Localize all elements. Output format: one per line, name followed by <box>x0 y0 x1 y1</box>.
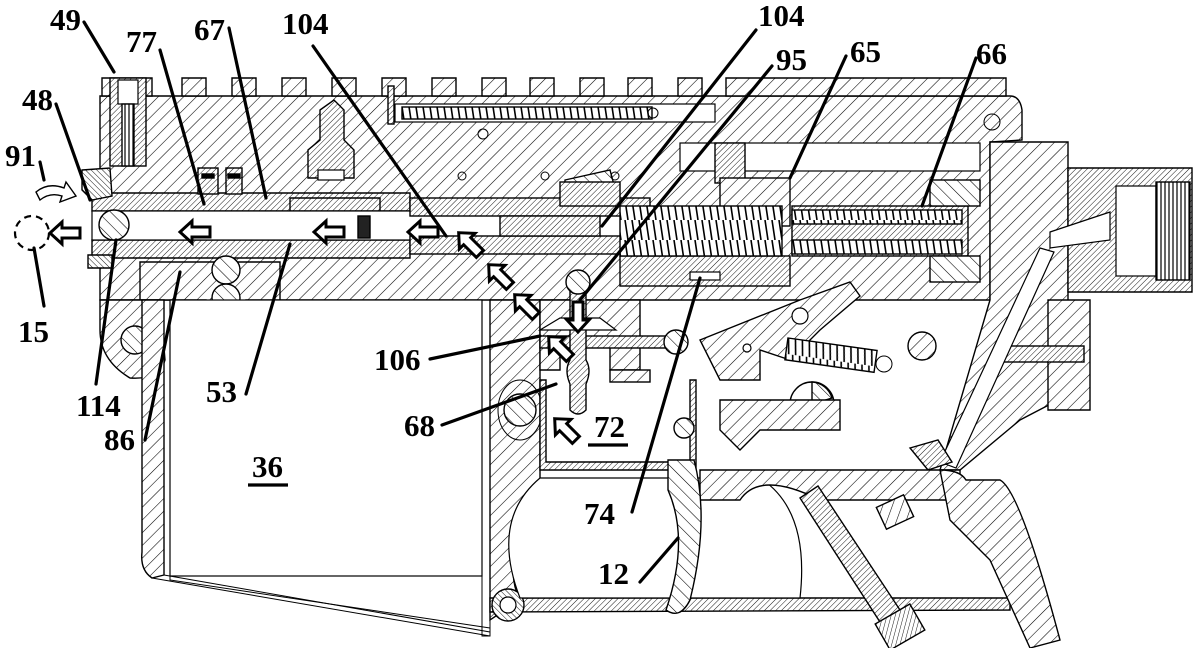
leader-15 <box>32 246 46 308</box>
label-15: 15 <box>18 314 49 349</box>
label-65: 65 <box>850 34 881 69</box>
bore-arrow-1 <box>177 217 212 247</box>
gas-reservoir <box>539 379 697 471</box>
muzzle-end-cap <box>81 167 113 201</box>
label-49: 49 <box>50 2 81 37</box>
leader-12 <box>638 536 680 584</box>
piston-head <box>499 215 601 237</box>
leader-49 <box>82 20 116 74</box>
reservoir-arrow <box>553 417 582 446</box>
leader-86 <box>143 270 182 442</box>
charging-spring <box>401 106 653 120</box>
leader-68 <box>440 382 558 427</box>
label-114: 114 <box>76 388 121 423</box>
rotation-arrow <box>35 180 78 204</box>
label-86: 86 <box>104 422 135 457</box>
threaded-plug-in-rail <box>109 77 147 167</box>
cam-pin <box>714 142 746 184</box>
label-68: 68 <box>404 408 435 443</box>
leader-77 <box>158 48 206 206</box>
passage-arrow-3 <box>513 293 542 322</box>
label-106: 106 <box>374 342 421 377</box>
label-66: 66 <box>976 36 1007 71</box>
leader-106 <box>428 334 542 361</box>
label-104a: 104 <box>282 6 329 41</box>
label-77: 77 <box>126 24 157 59</box>
leader-lines <box>32 20 978 584</box>
piston-assembly <box>409 177 981 287</box>
bore-arrow-2 <box>311 217 346 247</box>
bore-arrow-3 <box>405 217 440 247</box>
label-53: 53 <box>206 374 237 409</box>
leader-95 <box>578 64 774 302</box>
leader-104a <box>311 44 448 238</box>
label-74: 74 <box>584 496 615 531</box>
picatinny-rail <box>101 77 1007 97</box>
exit-arrow <box>47 218 82 248</box>
label-67: 67 <box>194 12 225 47</box>
passage-arrow-2 <box>487 263 516 292</box>
label-104b: 104 <box>758 0 805 33</box>
leader-65 <box>788 54 848 180</box>
gas-flow-arrows <box>47 217 593 446</box>
label-72: 72 <box>594 409 625 444</box>
stock-adapter <box>908 141 1193 471</box>
reference-labels: 49 77 67 104 104 95 65 66 48 91 15 114 8… <box>5 0 1007 591</box>
return-spring <box>791 209 963 225</box>
leader-53 <box>244 242 292 396</box>
chamber-arrow <box>547 335 576 364</box>
rear-screw <box>307 99 355 181</box>
hammer-linkage <box>663 281 937 451</box>
leader-74 <box>630 276 702 514</box>
check-valve-spring <box>357 215 371 239</box>
passage-arrow-1 <box>457 231 486 260</box>
buffer-spring <box>619 205 783 257</box>
label-95: 95 <box>776 42 807 77</box>
leader-114 <box>94 238 118 386</box>
leader-66 <box>920 56 978 208</box>
grip-screw <box>799 469 1061 648</box>
trigger <box>665 459 702 614</box>
label-12: 12 <box>598 556 629 591</box>
label-36: 36 <box>252 449 283 484</box>
valve-arrow-down <box>563 300 593 335</box>
leader-104b <box>600 28 758 228</box>
magazine-well <box>169 299 483 577</box>
label-48: 48 <box>22 82 53 117</box>
projectile-ball <box>98 209 130 241</box>
leader-91 <box>38 160 46 182</box>
label-91: 91 <box>5 138 36 173</box>
leader-48 <box>54 102 92 202</box>
lower-receiver <box>141 269 1061 648</box>
leader-67 <box>227 26 268 200</box>
projectile-exit-position <box>13 214 51 252</box>
